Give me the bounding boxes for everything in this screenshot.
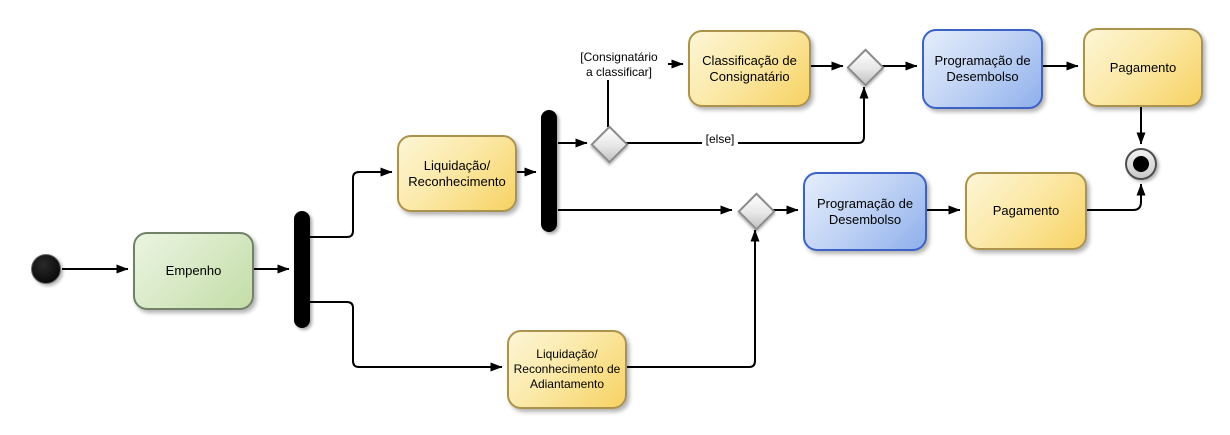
fork-bar-1: [294, 211, 310, 328]
edge-pagamento2-end: [1084, 183, 1146, 211]
activity-empenho: Empenho: [133, 232, 254, 310]
activity-programacao-desembolso-2: Programação de Desembolso: [803, 172, 927, 251]
initial-node: [31, 254, 61, 284]
guard-label-else: [else]: [702, 132, 738, 147]
activity-label: Programação de Desembolso: [816, 195, 914, 227]
activity-pagamento-2: Pagamento: [965, 172, 1087, 250]
activity-classificacao-consignatario: Classificação de Consignatário: [688, 30, 811, 107]
edge-adiantamento-decision3: [624, 229, 760, 368]
final-node: [1125, 148, 1157, 180]
activity-label: Classificação de Consignatário: [702, 52, 797, 84]
activity-liquidacao-reconhecimento: Liquidação/ Reconhecimento: [397, 135, 517, 212]
merge-consignatario: [846, 48, 885, 87]
activity-label: Pagamento: [1109, 59, 1177, 75]
activity-label: Liquidação/ Reconhecimento de Adiantamen…: [513, 347, 621, 391]
edge-fork1-liquidacao: [310, 167, 393, 238]
edge-fork1-adiantamento: [310, 301, 503, 372]
merge-adiantamento: [737, 192, 776, 231]
decision-consignatario: [590, 125, 629, 164]
activity-liquidacao-adiantamento: Liquidação/ Reconhecimento de Adiantamen…: [507, 330, 627, 409]
guard-label-consignatario: [Consignatário a classificar]: [570, 50, 668, 80]
activity-label: Programação de Desembolso: [934, 53, 1031, 84]
activity-label: Liquidação/ Reconhecimento: [408, 157, 506, 189]
activity-programacao-desembolso-1: Programação de Desembolso: [922, 29, 1043, 109]
activity-pagamento-1: Pagamento: [1083, 28, 1203, 107]
final-node-dot: [1133, 156, 1149, 172]
fork-bar-2: [541, 110, 557, 232]
activity-label: Empenho: [165, 263, 222, 278]
activity-label: Pagamento: [992, 203, 1060, 218]
